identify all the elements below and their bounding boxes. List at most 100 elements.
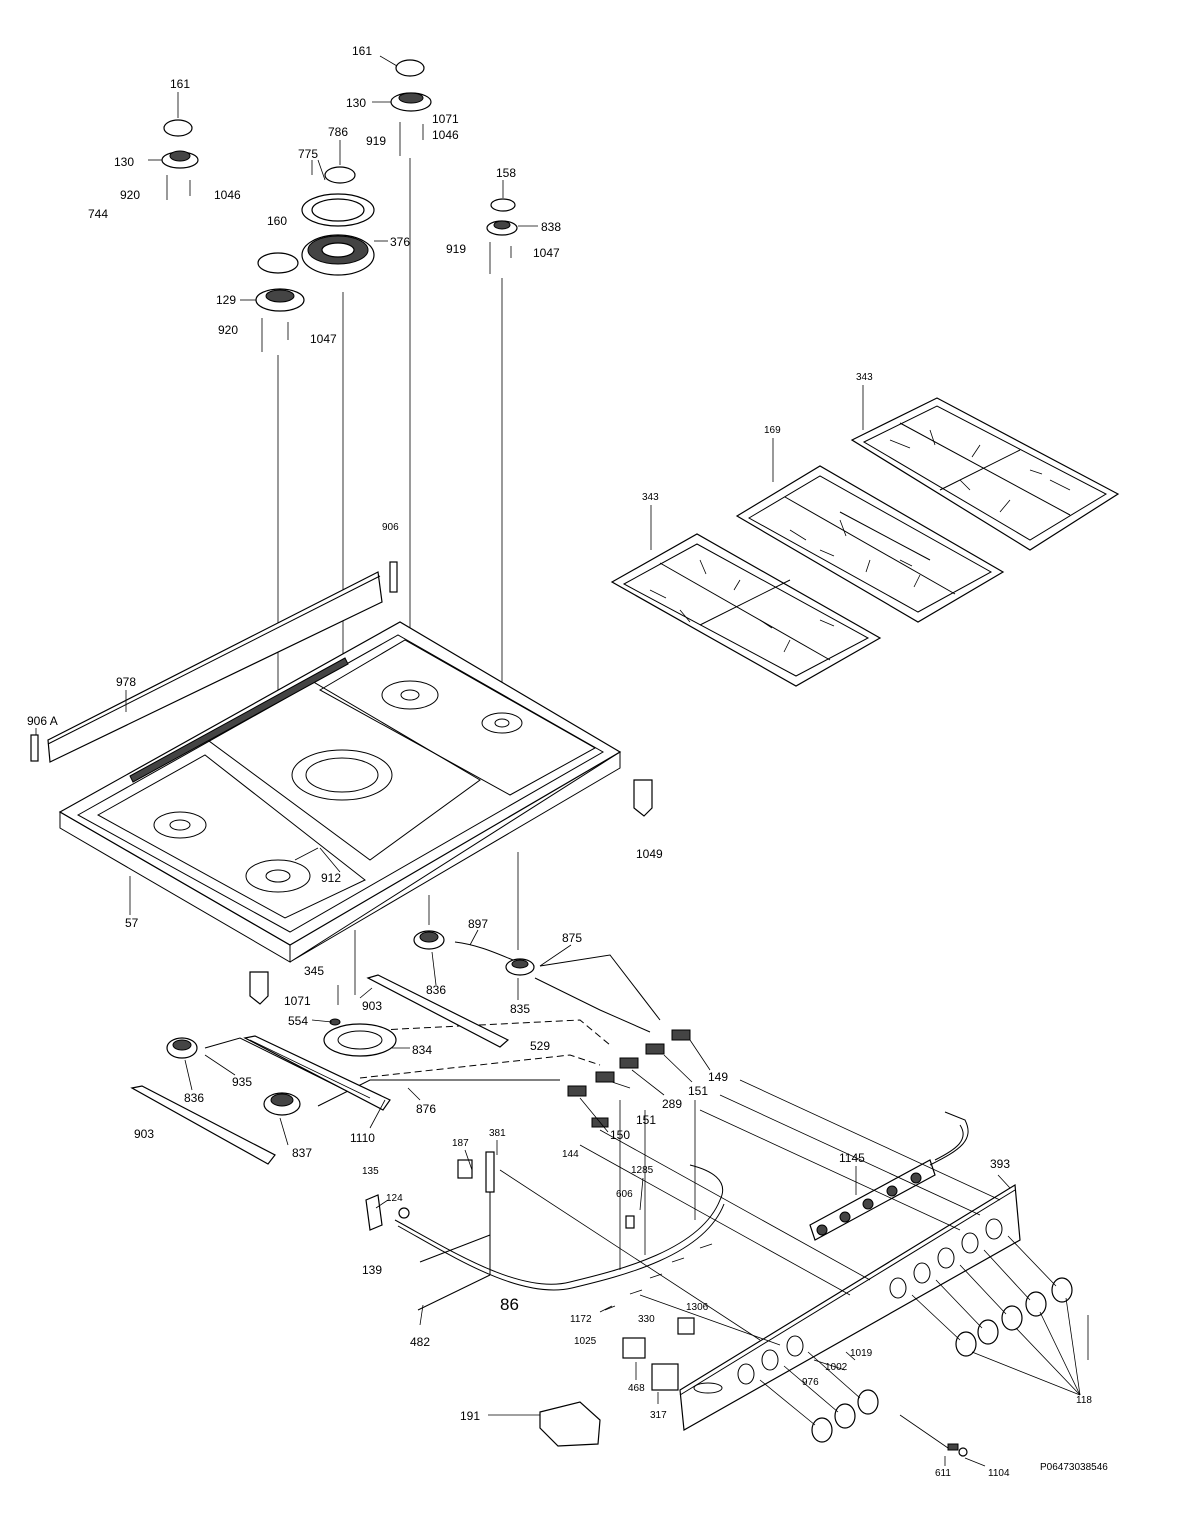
pan-support-grids [610,385,1120,687]
label-468: 468 [628,1383,645,1394]
label-897: 897 [468,917,488,931]
label-289: 289 [662,1097,682,1111]
label-875: 875 [562,931,582,945]
gas-supply-lines [204,941,725,1291]
label-1046b: 1046 [432,128,459,142]
label-151b: 151 [636,1113,656,1127]
bracket-1049 [633,779,653,817]
label-169: 169 [764,425,781,436]
part-number-labels: 161 130 920 744 1046 161 130 1071 919 10… [27,44,1108,1479]
label-149: 149 [708,1070,728,1084]
burner-assembly-top-center [372,55,432,156]
burner-assembly-left [148,119,199,200]
label-1049: 1049 [636,847,663,861]
support-rails [130,974,510,1165]
label-330: 330 [638,1314,655,1325]
label-1046a: 1046 [214,188,241,202]
ignition-switch-bar [499,1079,1001,1346]
side-clip-906a [30,734,39,762]
pan-support-middle [735,465,1005,623]
label-130a: 130 [114,155,134,169]
label-920a: 920 [120,188,140,202]
label-160: 160 [267,214,287,228]
label-903b: 903 [134,1127,154,1141]
label-57: 57 [125,916,139,930]
label-1145: 1145 [839,1151,865,1165]
label-393: 393 [990,1157,1010,1171]
label-129: 129 [216,293,236,307]
label-836b: 836 [184,1091,204,1105]
leader-lines [35,92,1011,1467]
label-834: 834 [412,1043,432,1057]
label-343a: 343 [856,372,873,383]
label-161a: 161 [170,77,190,91]
label-124: 124 [386,1193,403,1204]
label-1071a: 1071 [432,112,459,126]
bracket-left [249,971,269,1005]
label-1306: 1306 [686,1302,709,1313]
burner-cups [166,930,535,1116]
label-920b: 920 [218,323,238,337]
side-clip-906 [389,561,398,593]
label-86: 86 [500,1295,519,1314]
label-1002: 1002 [825,1362,848,1373]
label-1047b: 1047 [310,332,337,346]
label-838: 838 [541,220,561,234]
rear-trim-strip [47,571,383,763]
label-876: 876 [416,1102,436,1116]
label-1110: 1110 [350,1131,375,1145]
pan-support-left [610,533,882,687]
label-919b: 919 [446,242,466,256]
label-345: 345 [304,964,324,978]
label-139: 139 [362,1263,382,1277]
label-906a: 906 A [27,714,58,728]
label-1025: 1025 [574,1336,597,1347]
label-135: 135 [362,1166,379,1177]
label-381: 381 [489,1128,506,1139]
label-343b: 343 [642,492,659,503]
label-130b: 130 [346,96,366,110]
label-835: 835 [510,1002,530,1016]
label-912: 912 [321,871,341,885]
label-836a: 836 [426,983,446,997]
burner-assembly-left-mid [240,252,305,352]
label-482: 482 [410,1335,430,1349]
label-1019: 1019 [850,1348,873,1359]
label-906: 906 [382,522,399,533]
label-158: 158 [496,166,516,180]
label-317: 317 [650,1410,667,1421]
label-376: 376 [390,235,410,249]
label-161b: 161 [352,44,372,58]
diagram-reference-code: P06473038546 [1040,1462,1108,1473]
label-1047a: 1047 [533,246,560,260]
burner-assembly-right [486,198,538,274]
label-786: 786 [328,125,348,139]
control-knobs [759,1235,1089,1443]
label-744: 744 [88,207,108,221]
label-151a: 151 [688,1084,708,1098]
label-611: 611 [935,1468,951,1479]
label-978: 978 [116,675,136,689]
label-976: 976 [802,1377,819,1388]
label-554: 554 [288,1014,308,1028]
label-1071b: 1071 [284,994,311,1008]
label-606: 606 [616,1189,633,1200]
label-1104: 1104 [988,1468,1010,1479]
wok-burner-assembly [301,159,388,276]
label-903a: 903 [362,999,382,1013]
label-191: 191 [460,1409,480,1423]
control-panel [679,1183,1021,1431]
hob-top-panel [58,621,622,963]
label-935: 935 [232,1075,252,1089]
label-150: 150 [610,1128,630,1142]
label-187: 187 [452,1138,469,1149]
pan-support-right [850,397,1120,551]
label-837: 837 [292,1146,312,1160]
label-1172: 1172 [570,1314,592,1325]
label-1285: 1285 [631,1165,654,1176]
label-118: 118 [1076,1395,1092,1406]
label-775: 775 [298,147,318,161]
label-529: 529 [530,1039,550,1053]
label-919a: 919 [366,134,386,148]
